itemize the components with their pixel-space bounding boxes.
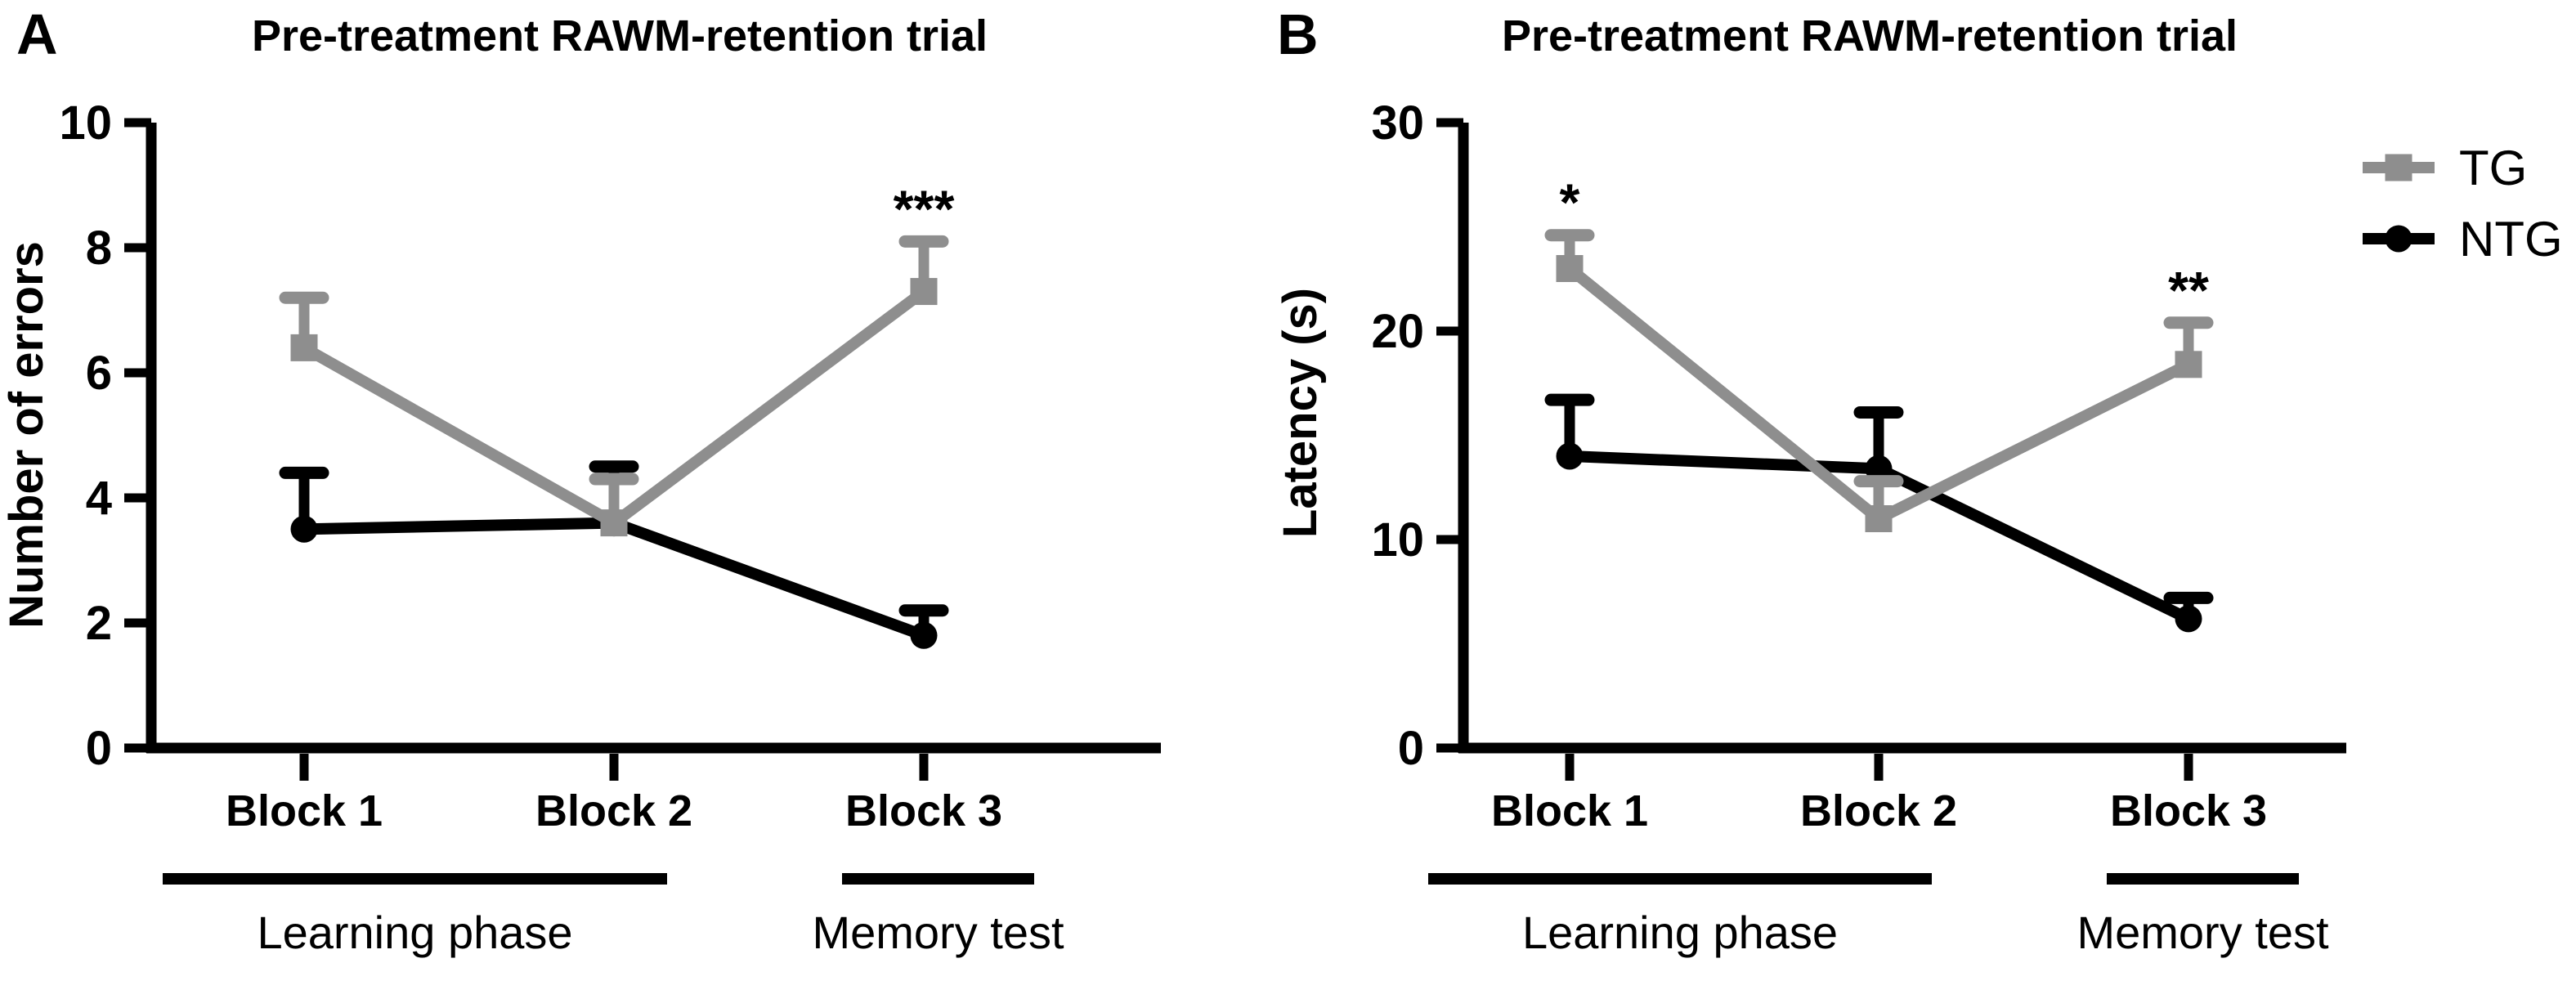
panel-a-series-tg-marker-2 bbox=[600, 509, 628, 537]
panel-a-y-tick-label-0: 0 bbox=[86, 722, 112, 775]
panel-b-y-axis-label: Latency (s) bbox=[1274, 288, 1327, 538]
panel-b-y-tick-label-20: 20 bbox=[1371, 305, 1424, 358]
panel-a-significance-3: *** bbox=[894, 179, 955, 238]
panel-a-y-axis-label: Number of errors bbox=[0, 241, 53, 629]
panel-a-phase-label-2: Memory test bbox=[812, 907, 1064, 958]
panel-a-y-tick-label-10: 10 bbox=[59, 96, 112, 150]
panel-b-series-ntg-marker-1 bbox=[1556, 442, 1584, 470]
legend: TG NTG bbox=[2363, 141, 2563, 267]
panel-a-series-ntg-marker-1 bbox=[290, 515, 318, 543]
panel-a-series-ntg-line bbox=[298, 517, 930, 642]
panel-b-y-tick-label-30: 30 bbox=[1371, 96, 1424, 150]
panel-b: B Pre-treatment RAWM-retention trial Lat… bbox=[1274, 2, 2563, 958]
legend-tg-label: TG bbox=[2459, 141, 2527, 195]
panel-b-letter: B bbox=[1277, 2, 1319, 66]
panel-b-x-category-label-3: Block 3 bbox=[2110, 786, 2267, 835]
panel-b-series-tg-marker-3 bbox=[2175, 351, 2202, 379]
legend-ntg-marker bbox=[2385, 225, 2412, 253]
panel-a-phase-label-1: Learning phase bbox=[257, 907, 572, 958]
panel-b-y-tick-label-10: 10 bbox=[1371, 513, 1424, 567]
panel-a-y-tick-label-6: 6 bbox=[86, 347, 112, 400]
panel-a-series-ntg-marker-3 bbox=[910, 621, 938, 649]
panel-b-x-category-label-1: Block 1 bbox=[1491, 786, 1648, 835]
panel-a-letter: A bbox=[16, 2, 58, 66]
panel-b-title: Pre-treatment RAWM-retention trial bbox=[1502, 11, 2238, 60]
panel-a-series-tg-marker-3 bbox=[910, 278, 938, 306]
panel-b-phase-label-1: Learning phase bbox=[1522, 907, 1838, 958]
panel-a: A Pre-treatment RAWM-retention trial Num… bbox=[0, 2, 1161, 958]
panel-a-x-category-label-2: Block 2 bbox=[535, 786, 692, 835]
panel-a-y-tick-label-4: 4 bbox=[86, 472, 112, 525]
panel-b-series-tg-marker-1 bbox=[1556, 255, 1584, 282]
panel-a-y-tick-label-8: 8 bbox=[86, 222, 112, 275]
panel-a-series-tg-marker-1 bbox=[290, 334, 318, 361]
panel-a-x-category-label-1: Block 1 bbox=[226, 786, 383, 835]
panel-b-significance-3: ** bbox=[2168, 261, 2209, 320]
panel-a-title: Pre-treatment RAWM-retention trial bbox=[252, 11, 988, 60]
legend-tg-marker bbox=[2385, 154, 2412, 181]
legend-ntg-label: NTG bbox=[2459, 212, 2563, 267]
panel-b-significance-1: * bbox=[1560, 173, 1580, 232]
panel-b-series-ntg-marker-3 bbox=[2175, 605, 2202, 633]
panel-a-y-tick-label-2: 2 bbox=[86, 597, 112, 650]
panel-a-x-category-label-3: Block 3 bbox=[845, 786, 1002, 835]
panel-b-series-tg-marker-2 bbox=[1865, 505, 1893, 532]
panel-b-phase-label-2: Memory test bbox=[2076, 907, 2328, 958]
panel-b-y-tick-label-0: 0 bbox=[1398, 722, 1424, 775]
panel-b-x-category-label-2: Block 2 bbox=[1800, 786, 1957, 835]
